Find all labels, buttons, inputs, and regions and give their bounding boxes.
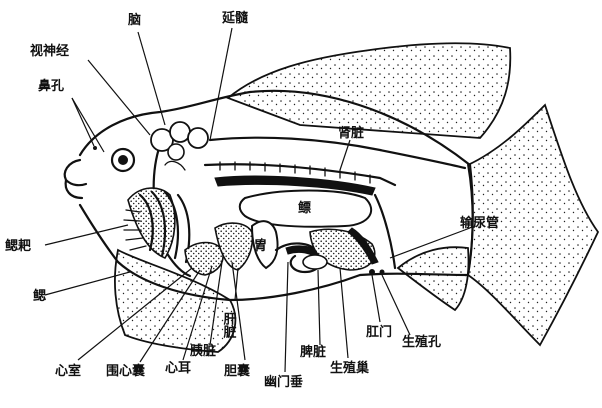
nostril-dot xyxy=(93,146,97,150)
label-pancreas: 胰脏 xyxy=(190,343,216,359)
brain-shape xyxy=(151,122,208,170)
genital-pore-shape xyxy=(380,270,385,275)
label-spleen: 脾脏 xyxy=(300,344,326,360)
label-ventricle: 心室 xyxy=(55,363,81,379)
label-genital-pore: 生殖孔 xyxy=(402,334,441,350)
anus-shape xyxy=(369,269,375,275)
label-kidney: 肾脏 xyxy=(338,125,364,141)
label-brain: 脑 xyxy=(128,12,141,28)
label-stomach: 胃 xyxy=(254,239,267,254)
label-pyloric-caeca: 幽门垂 xyxy=(264,374,303,390)
label-pericardium: 围心囊 xyxy=(106,363,146,379)
gill-arches xyxy=(128,188,189,262)
label-gonad: 生殖巢 xyxy=(330,360,370,376)
label-gill-rakers: 鳃耙 xyxy=(5,238,31,254)
anal-fin xyxy=(398,247,468,310)
label-ureter: 输尿管 xyxy=(460,215,499,231)
label-medulla: 延髓 xyxy=(221,10,249,26)
label-gallbladder: 胆囊 xyxy=(224,363,251,379)
spleen-shape xyxy=(303,255,327,269)
eye-pupil xyxy=(118,155,128,165)
mouth xyxy=(65,160,86,198)
label-anus: 肛门 xyxy=(366,324,392,340)
heart-shape xyxy=(185,243,223,276)
label-atrium: 心耳 xyxy=(165,361,191,376)
label-liver: 肝脏 xyxy=(221,312,237,339)
label-swim-bladder: 鳔 xyxy=(298,200,311,216)
label-optic-nerve: 视神经 xyxy=(30,43,69,59)
label-gill: 鳃 xyxy=(33,288,46,304)
label-nostril: 鼻孔 xyxy=(38,78,64,94)
